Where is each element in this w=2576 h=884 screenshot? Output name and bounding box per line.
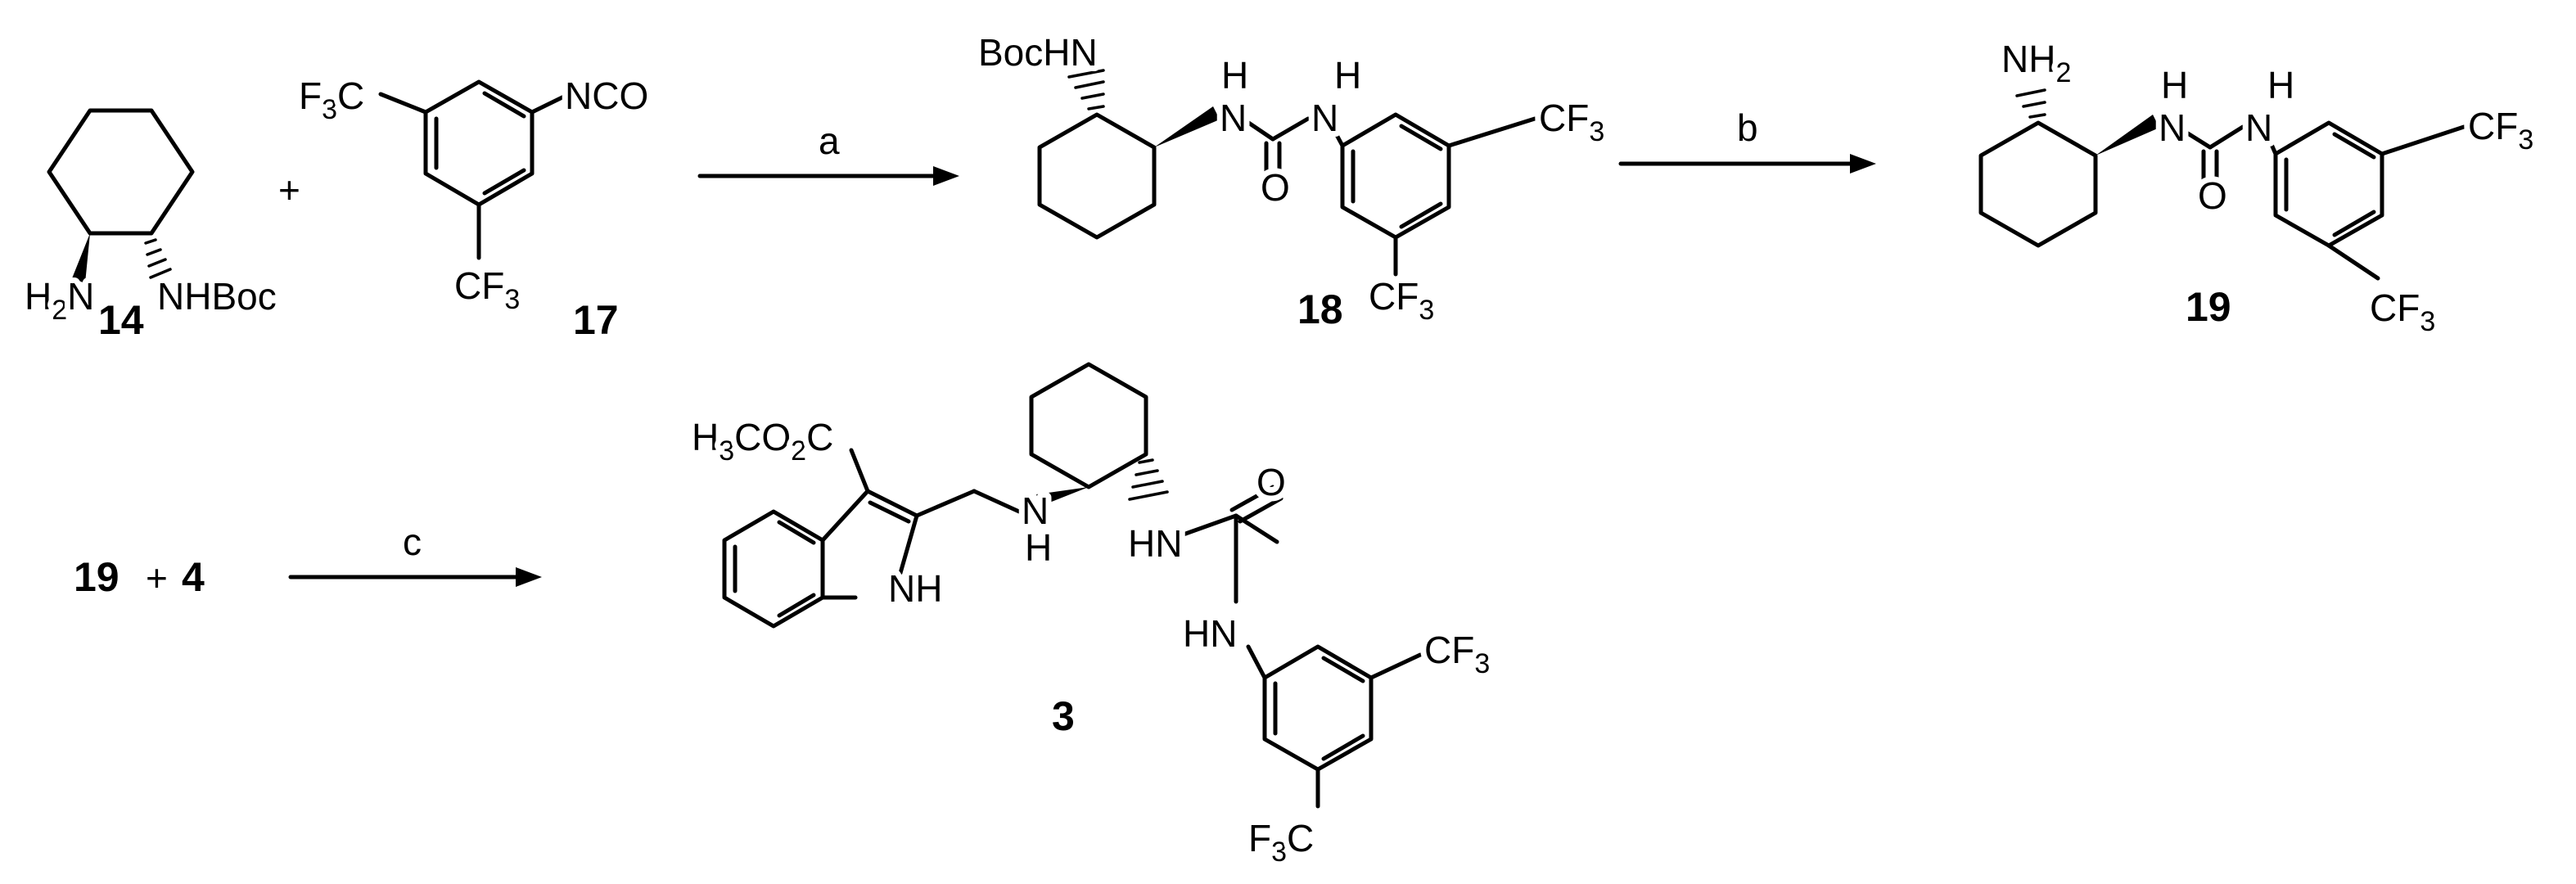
condition-a-label: a: [819, 120, 840, 162]
compound-19-n-right: N: [2245, 106, 2272, 149]
compound-18-carbonyl-o: O: [1261, 166, 1290, 209]
reactant-19-number: 19: [74, 554, 120, 600]
reaction-arrow-a: [697, 166, 959, 186]
compound-14-structure: H2N NHBoc: [19, 108, 282, 332]
compound-3-urea-nh-lower: HN: [1183, 612, 1237, 655]
compound-18-bochn-label: BocHN: [978, 31, 1098, 74]
compound-18-n-right: N: [1311, 97, 1338, 139]
reaction-arrow-b: [1618, 154, 1876, 174]
compound-17-nco-label: NCO: [565, 74, 648, 117]
compound-17-cf3-upper-label: F3C: [299, 74, 364, 125]
plus-sign-c: +: [146, 557, 168, 599]
compound-19-number: 19: [2186, 284, 2231, 330]
compound-3-indole-nh: NH: [888, 567, 942, 610]
compound-3-structure: H3CO2C NH N H HN O HN CF3 F3C: [686, 362, 1496, 873]
compound-18-structure: BocHN N H N H O CF3 CF3: [972, 25, 1610, 332]
reaction-arrow-c: [288, 567, 542, 587]
compound-19-cf3-lower-label: CF3: [2370, 286, 2435, 337]
condition-b-label: b: [1737, 106, 1758, 149]
compound-18-h-right: H: [1334, 54, 1361, 97]
compound-18-n-left: N: [1220, 97, 1247, 139]
reactant-4-number: 4: [182, 554, 205, 600]
compound-3-amine-n: N: [1022, 489, 1049, 532]
condition-c-label: c: [403, 521, 422, 563]
compound-19-carbonyl-o: O: [2198, 174, 2227, 217]
compound-18-h-left: H: [1221, 54, 1248, 97]
compound-19-n-left: N: [2159, 106, 2186, 149]
compound-17-cf3-lower-label: CF3: [454, 264, 520, 315]
compound-3-carbonyl-o: O: [1256, 461, 1286, 503]
compound-19-cf3-right-label: CF3: [2468, 105, 2533, 156]
compound-19-h-right: H: [2267, 64, 2294, 106]
compound-14-amine-label: H2N: [25, 275, 94, 326]
compound-18-number: 18: [1297, 286, 1343, 332]
compound-3-number: 3: [1052, 693, 1075, 739]
compound-18-cf3-right-label: CF3: [1539, 97, 1604, 147]
compound-14-number: 14: [98, 297, 144, 343]
compound-3-amine-h: H: [1025, 526, 1052, 569]
compound-19-nh2-label: NH2: [2001, 38, 2071, 88]
compound-3-urea-nh-upper: HN: [1128, 522, 1182, 565]
compound-3-ester-label: H3CO2C: [692, 416, 833, 467]
compound-3-cf3-right-label: CF3: [1424, 629, 1490, 679]
compound-19-structure: NH2 N H N H O CF3 CF3: [1978, 32, 2539, 343]
compound-19-h-left: H: [2161, 64, 2188, 106]
compound-17-number: 17: [573, 297, 619, 343]
plus-sign-a: +: [278, 169, 300, 211]
compound-3-cf3-lower-label: F3C: [1248, 817, 1314, 868]
compound-17-structure: F3C NCO CF3: [293, 69, 654, 321]
compound-18-cf3-lower-label: CF3: [1369, 275, 1434, 326]
compound-14-nhboc-label: NHBoc: [157, 275, 277, 318]
